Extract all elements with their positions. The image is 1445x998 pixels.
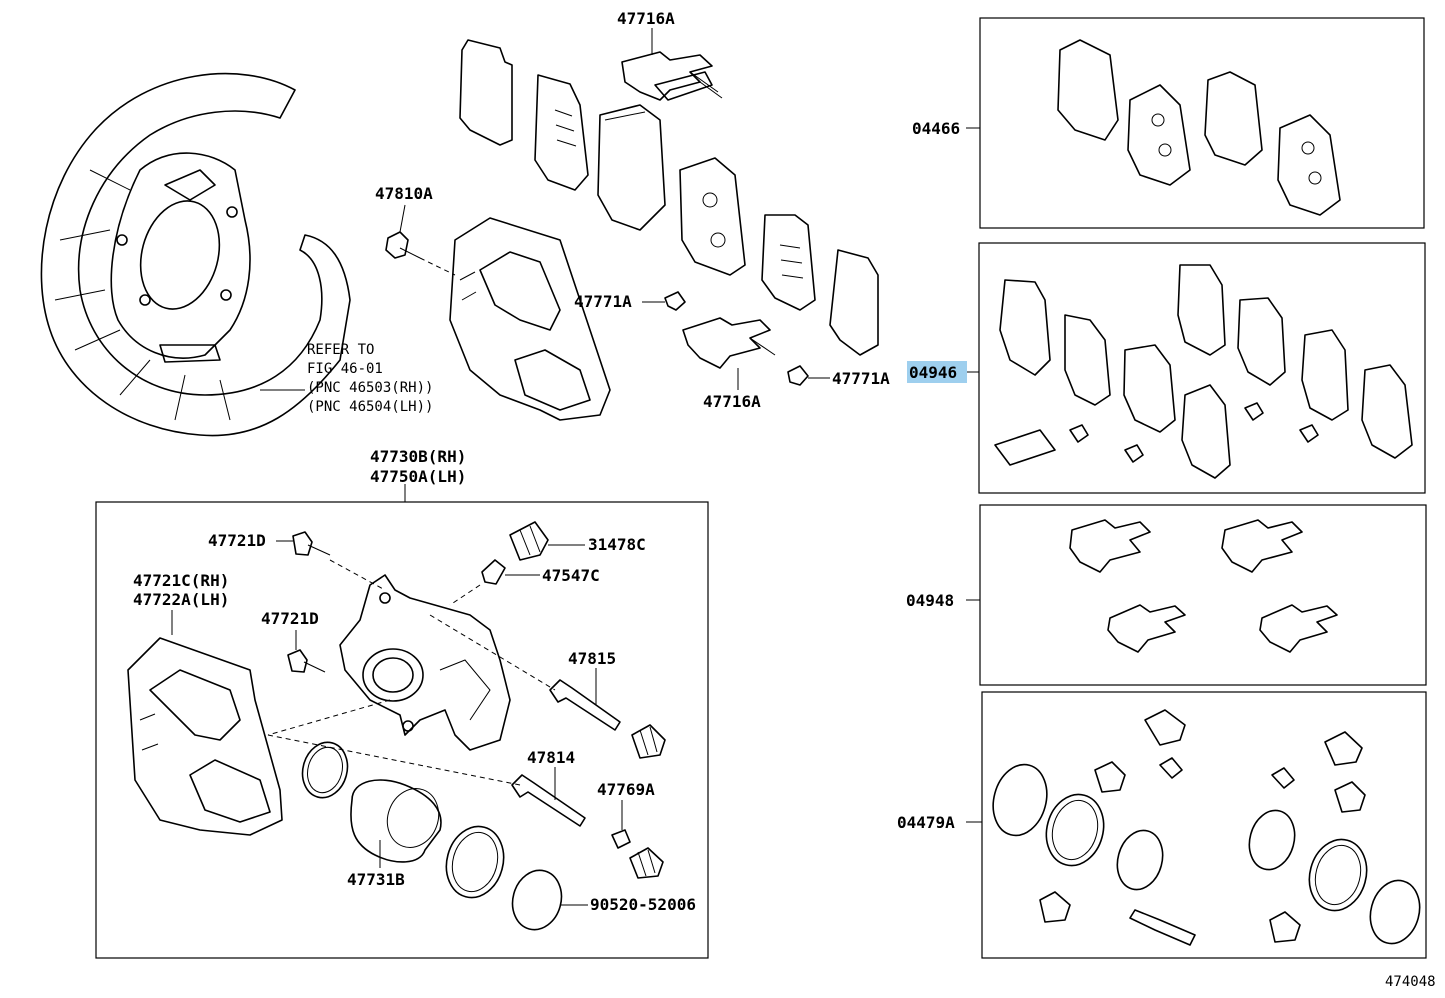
label-clip-right: 47771A bbox=[832, 369, 890, 388]
label-bolt-b: 47721D bbox=[261, 609, 319, 628]
shim-mid-drawing bbox=[682, 317, 776, 369]
kit-seal-drawing bbox=[992, 709, 1421, 946]
pads-row-drawing bbox=[459, 39, 879, 356]
shim-top-drawing bbox=[621, 51, 723, 101]
label-bleeder: 47547C bbox=[542, 566, 600, 585]
kit-shims-highlight bbox=[907, 361, 967, 383]
label-shim-kit-mid: 47716A bbox=[703, 392, 761, 411]
kit-seal-frame bbox=[981, 691, 1427, 959]
kit-pads-drawing bbox=[1057, 39, 1341, 216]
boot-top-drawing bbox=[509, 521, 549, 561]
label-shim-kit-top: 47716A bbox=[617, 9, 675, 28]
bolt-top-drawing bbox=[385, 231, 421, 259]
label-kit-seal: 04479A bbox=[897, 813, 955, 832]
label-kit-shims[interactable]: 04946 bbox=[909, 363, 957, 382]
label-pin-b: 47814 bbox=[527, 748, 575, 767]
kit-anti-drawing bbox=[1069, 519, 1338, 653]
bolt-b-drawing bbox=[287, 649, 326, 673]
boot-ring bbox=[445, 825, 505, 899]
label-caliper-lh: 47750A(LH) bbox=[370, 467, 466, 486]
bleeder-drawing bbox=[481, 559, 506, 585]
label-clip-left: 47771A bbox=[574, 292, 632, 311]
kit-anti-frame bbox=[979, 504, 1427, 686]
label-kit-anti: 04948 bbox=[906, 591, 954, 610]
seal-ring-left bbox=[301, 741, 349, 799]
label-caliper-rh: 47730B(RH) bbox=[370, 447, 466, 466]
label-piston: 47731B bbox=[347, 870, 405, 889]
figure-id: 474048 bbox=[1385, 974, 1436, 990]
refer-line-3: (PNC 46503(RH)) bbox=[307, 380, 433, 396]
label-bolt-a: 47721D bbox=[208, 531, 266, 550]
label-kit-pads: 04466 bbox=[912, 119, 960, 138]
clip-left-drawing bbox=[664, 291, 686, 311]
bushing-drawing bbox=[611, 829, 664, 879]
label-seal: 90520-52006 bbox=[590, 895, 696, 914]
pin-a-drawing bbox=[549, 679, 621, 731]
refer-line-2: FIG 46-01 bbox=[307, 361, 383, 377]
label-mount-rh: 47721C(RH) bbox=[133, 571, 229, 590]
pin-b-drawing bbox=[511, 774, 586, 827]
bracket-top-drawing bbox=[449, 217, 611, 421]
mounting-bracket-drawing bbox=[127, 637, 283, 836]
clip-right-drawing bbox=[787, 365, 809, 386]
label-mount-lh: 47722A(LH) bbox=[133, 590, 229, 609]
caliper-assembly-frame bbox=[95, 501, 709, 959]
label-bushing: 47769A bbox=[597, 780, 655, 799]
leader-bolt-top bbox=[399, 204, 406, 233]
kit-pads-frame bbox=[979, 17, 1425, 229]
label-bolt-top: 47810A bbox=[375, 184, 433, 203]
bolt-a-drawing bbox=[292, 531, 331, 556]
refer-line-1: REFER TO bbox=[307, 342, 374, 358]
label-boot-top: 31478C bbox=[588, 535, 646, 554]
caliper-body-drawing bbox=[339, 574, 511, 751]
label-pin-a: 47815 bbox=[568, 649, 616, 668]
kit-shims-drawing bbox=[994, 264, 1413, 479]
kit-shims-frame bbox=[978, 242, 1426, 494]
pin-boot-a-drawing bbox=[631, 724, 666, 759]
refer-line-4: (PNC 46504(LH)) bbox=[307, 399, 433, 415]
seal-ring-right bbox=[511, 869, 563, 931]
piston-drawing bbox=[350, 779, 442, 863]
dust-shield-drawing bbox=[40, 72, 351, 437]
